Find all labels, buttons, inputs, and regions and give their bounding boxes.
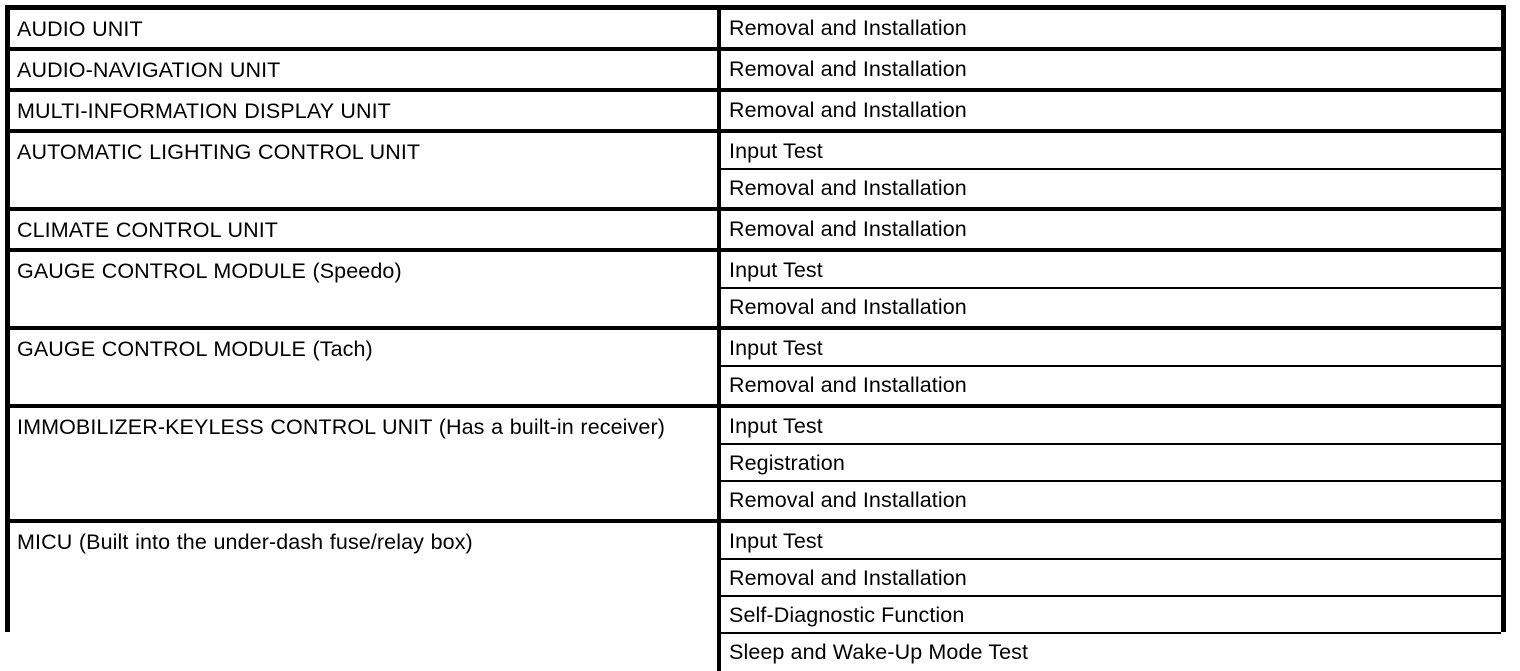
procedure-row[interactable]: Sleep and Wake-Up Mode Test bbox=[721, 634, 1501, 671]
procedure-label: Input Test bbox=[729, 258, 823, 282]
component-name-label: MULTI-INFORMATION DISPLAY UNIT bbox=[17, 99, 391, 123]
procedure-row[interactable]: Input Test bbox=[721, 133, 1501, 170]
component-name-cell: AUDIO UNIT bbox=[10, 10, 721, 47]
procedure-label: Removal and Installation bbox=[729, 217, 967, 241]
procedure-row[interactable]: Removal and Installation bbox=[721, 10, 1501, 47]
procedure-label: Removal and Installation bbox=[729, 176, 967, 200]
table-row: AUDIO-NAVIGATION UNIT Removal and Install… bbox=[10, 51, 1501, 92]
procedure-label: Removal and Installation bbox=[729, 488, 967, 512]
component-name-cell: MULTI-INFORMATION DISPLAY UNIT bbox=[10, 92, 721, 129]
procedure-row[interactable]: Input Test bbox=[721, 252, 1501, 289]
table-row: MICU (Built into the under-dash fuse/rel… bbox=[10, 523, 1501, 671]
procedure-label: Registration bbox=[729, 451, 845, 475]
procedure-row[interactable]: Removal and Installation bbox=[721, 289, 1501, 326]
component-name-label: IMMOBILIZER-KEYLESS CONTROL UNIT (Has a … bbox=[17, 415, 665, 439]
component-name-cell: GAUGE CONTROL MODULE (Tach) bbox=[10, 330, 721, 404]
component-name-cell: AUDIO-NAVIGATION UNIT bbox=[10, 51, 721, 88]
component-name-cell: AUTOMATIC LIGHTING CONTROL UNIT bbox=[10, 133, 721, 207]
table-row: IMMOBILIZER-KEYLESS CONTROL UNIT (Has a … bbox=[10, 408, 1501, 523]
table-row: MULTI-INFORMATION DISPLAY UNIT Removal an… bbox=[10, 92, 1501, 133]
component-name-cell: GAUGE CONTROL MODULE (Speedo) bbox=[10, 252, 721, 326]
procedure-label: Self-Diagnostic Function bbox=[729, 603, 965, 627]
procedure-row[interactable]: Removal and Installation bbox=[721, 170, 1501, 207]
procedure-row[interactable]: Removal and Installation bbox=[721, 367, 1501, 404]
component-name-label: AUDIO-NAVIGATION UNIT bbox=[17, 58, 281, 82]
component-name-label: GAUGE CONTROL MODULE (Speedo) bbox=[17, 259, 402, 283]
procedure-label: Removal and Installation bbox=[729, 566, 967, 590]
table-row: AUDIO UNIT Removal and Installation bbox=[10, 10, 1501, 51]
procedure-label: Removal and Installation bbox=[729, 295, 967, 319]
procedures-cell: Removal and Installation bbox=[721, 92, 1501, 129]
procedure-label: Removal and Installation bbox=[729, 57, 967, 81]
procedure-row[interactable]: Removal and Installation bbox=[721, 560, 1501, 597]
component-name-cell: CLIMATE CONTROL UNIT bbox=[10, 211, 721, 248]
procedure-row[interactable]: Input Test bbox=[721, 523, 1501, 560]
procedure-row[interactable]: Registration bbox=[721, 445, 1501, 482]
procedure-row[interactable]: Input Test bbox=[721, 330, 1501, 367]
procedure-row[interactable]: Removal and Installation bbox=[721, 51, 1501, 88]
procedures-cell: Removal and Installation bbox=[721, 51, 1501, 88]
component-name-label: MICU (Built into the under-dash fuse/rel… bbox=[17, 530, 473, 554]
component-name-cell: IMMOBILIZER-KEYLESS CONTROL UNIT (Has a … bbox=[10, 408, 721, 519]
procedure-label: Input Test bbox=[729, 414, 823, 438]
procedure-label: Removal and Installation bbox=[729, 98, 967, 122]
procedure-row[interactable]: Removal and Installation bbox=[721, 211, 1501, 248]
component-name-cell: MICU (Built into the under-dash fuse/rel… bbox=[10, 523, 721, 671]
procedures-cell: Removal and Installation bbox=[721, 10, 1501, 47]
procedure-row[interactable]: Input Test bbox=[721, 408, 1501, 445]
component-name-label: GAUGE CONTROL MODULE (Tach) bbox=[17, 337, 373, 361]
component-name-label: AUTOMATIC LIGHTING CONTROL UNIT bbox=[17, 140, 421, 164]
procedure-label: Input Test bbox=[729, 529, 823, 553]
procedures-cell: Removal and Installation bbox=[721, 211, 1501, 248]
procedure-row[interactable]: Removal and Installation bbox=[721, 482, 1501, 519]
component-name-label: CLIMATE CONTROL UNIT bbox=[17, 218, 279, 242]
procedure-label: Removal and Installation bbox=[729, 16, 967, 40]
component-name-label: AUDIO UNIT bbox=[17, 17, 143, 41]
table-row: CLIMATE CONTROL UNIT Removal and Installa… bbox=[10, 211, 1501, 252]
procedure-label: Input Test bbox=[729, 139, 823, 163]
table-row: AUTOMATIC LIGHTING CONTROL UNIT Input Tes… bbox=[10, 133, 1501, 211]
procedure-label: Input Test bbox=[729, 336, 823, 360]
procedure-row[interactable]: Self-Diagnostic Function bbox=[721, 597, 1501, 634]
procedure-row[interactable]: Removal and Installation bbox=[721, 92, 1501, 129]
procedure-label: Sleep and Wake-Up Mode Test bbox=[729, 640, 1029, 664]
procedure-label: Removal and Installation bbox=[729, 373, 967, 397]
